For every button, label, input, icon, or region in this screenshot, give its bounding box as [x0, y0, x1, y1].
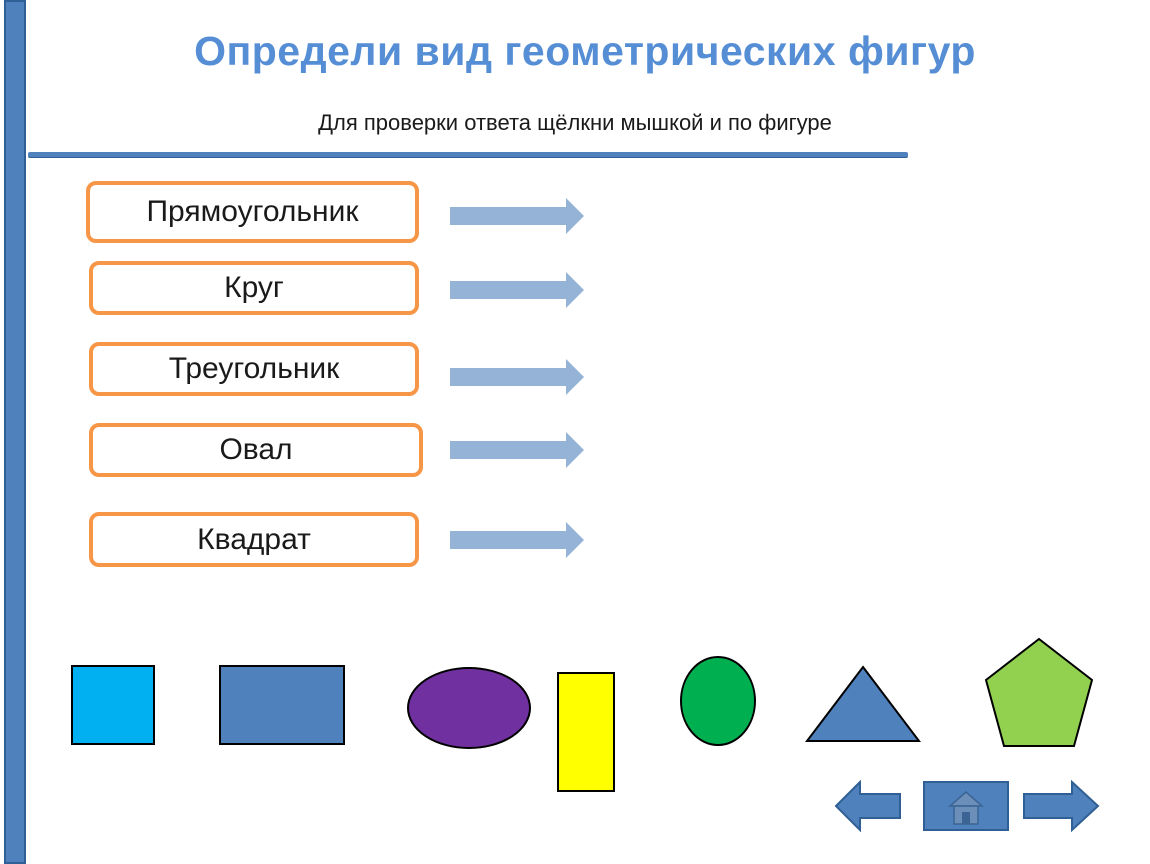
label-rectangle[interactable]: Прямоугольник	[86, 181, 419, 243]
arrow-left-icon[interactable]	[834, 780, 902, 832]
left-sidebar-bar	[4, 0, 26, 864]
page-title: Определи вид геометрических фигур	[194, 28, 976, 74]
shape-oval[interactable]	[404, 664, 534, 752]
shape-circle[interactable]	[678, 654, 758, 748]
shape-rectangle[interactable]	[218, 664, 346, 746]
shape-square[interactable]	[70, 664, 156, 746]
arrow-right-icon[interactable]	[448, 196, 586, 236]
home-icon[interactable]	[922, 780, 1010, 832]
page-subtitle: Для проверки ответа щёлкни мышкой и по ф…	[318, 110, 832, 135]
arrow-right-icon[interactable]	[448, 357, 586, 397]
shape-vertical-rectangle[interactable]	[556, 671, 616, 793]
arrow-right-icon[interactable]	[448, 520, 586, 560]
label-oval[interactable]: Овал	[89, 423, 423, 477]
label-circle[interactable]: Круг	[89, 261, 419, 315]
label-triangle[interactable]: Треугольник	[89, 342, 419, 396]
arrow-right-icon[interactable]	[448, 430, 586, 470]
label-square[interactable]: Квадрат	[89, 512, 419, 567]
arrow-right-icon[interactable]	[448, 270, 586, 310]
shape-triangle[interactable]	[804, 664, 922, 744]
shape-pentagon[interactable]	[982, 636, 1096, 750]
arrow-right-icon[interactable]	[1022, 780, 1100, 832]
title-divider	[28, 152, 908, 158]
